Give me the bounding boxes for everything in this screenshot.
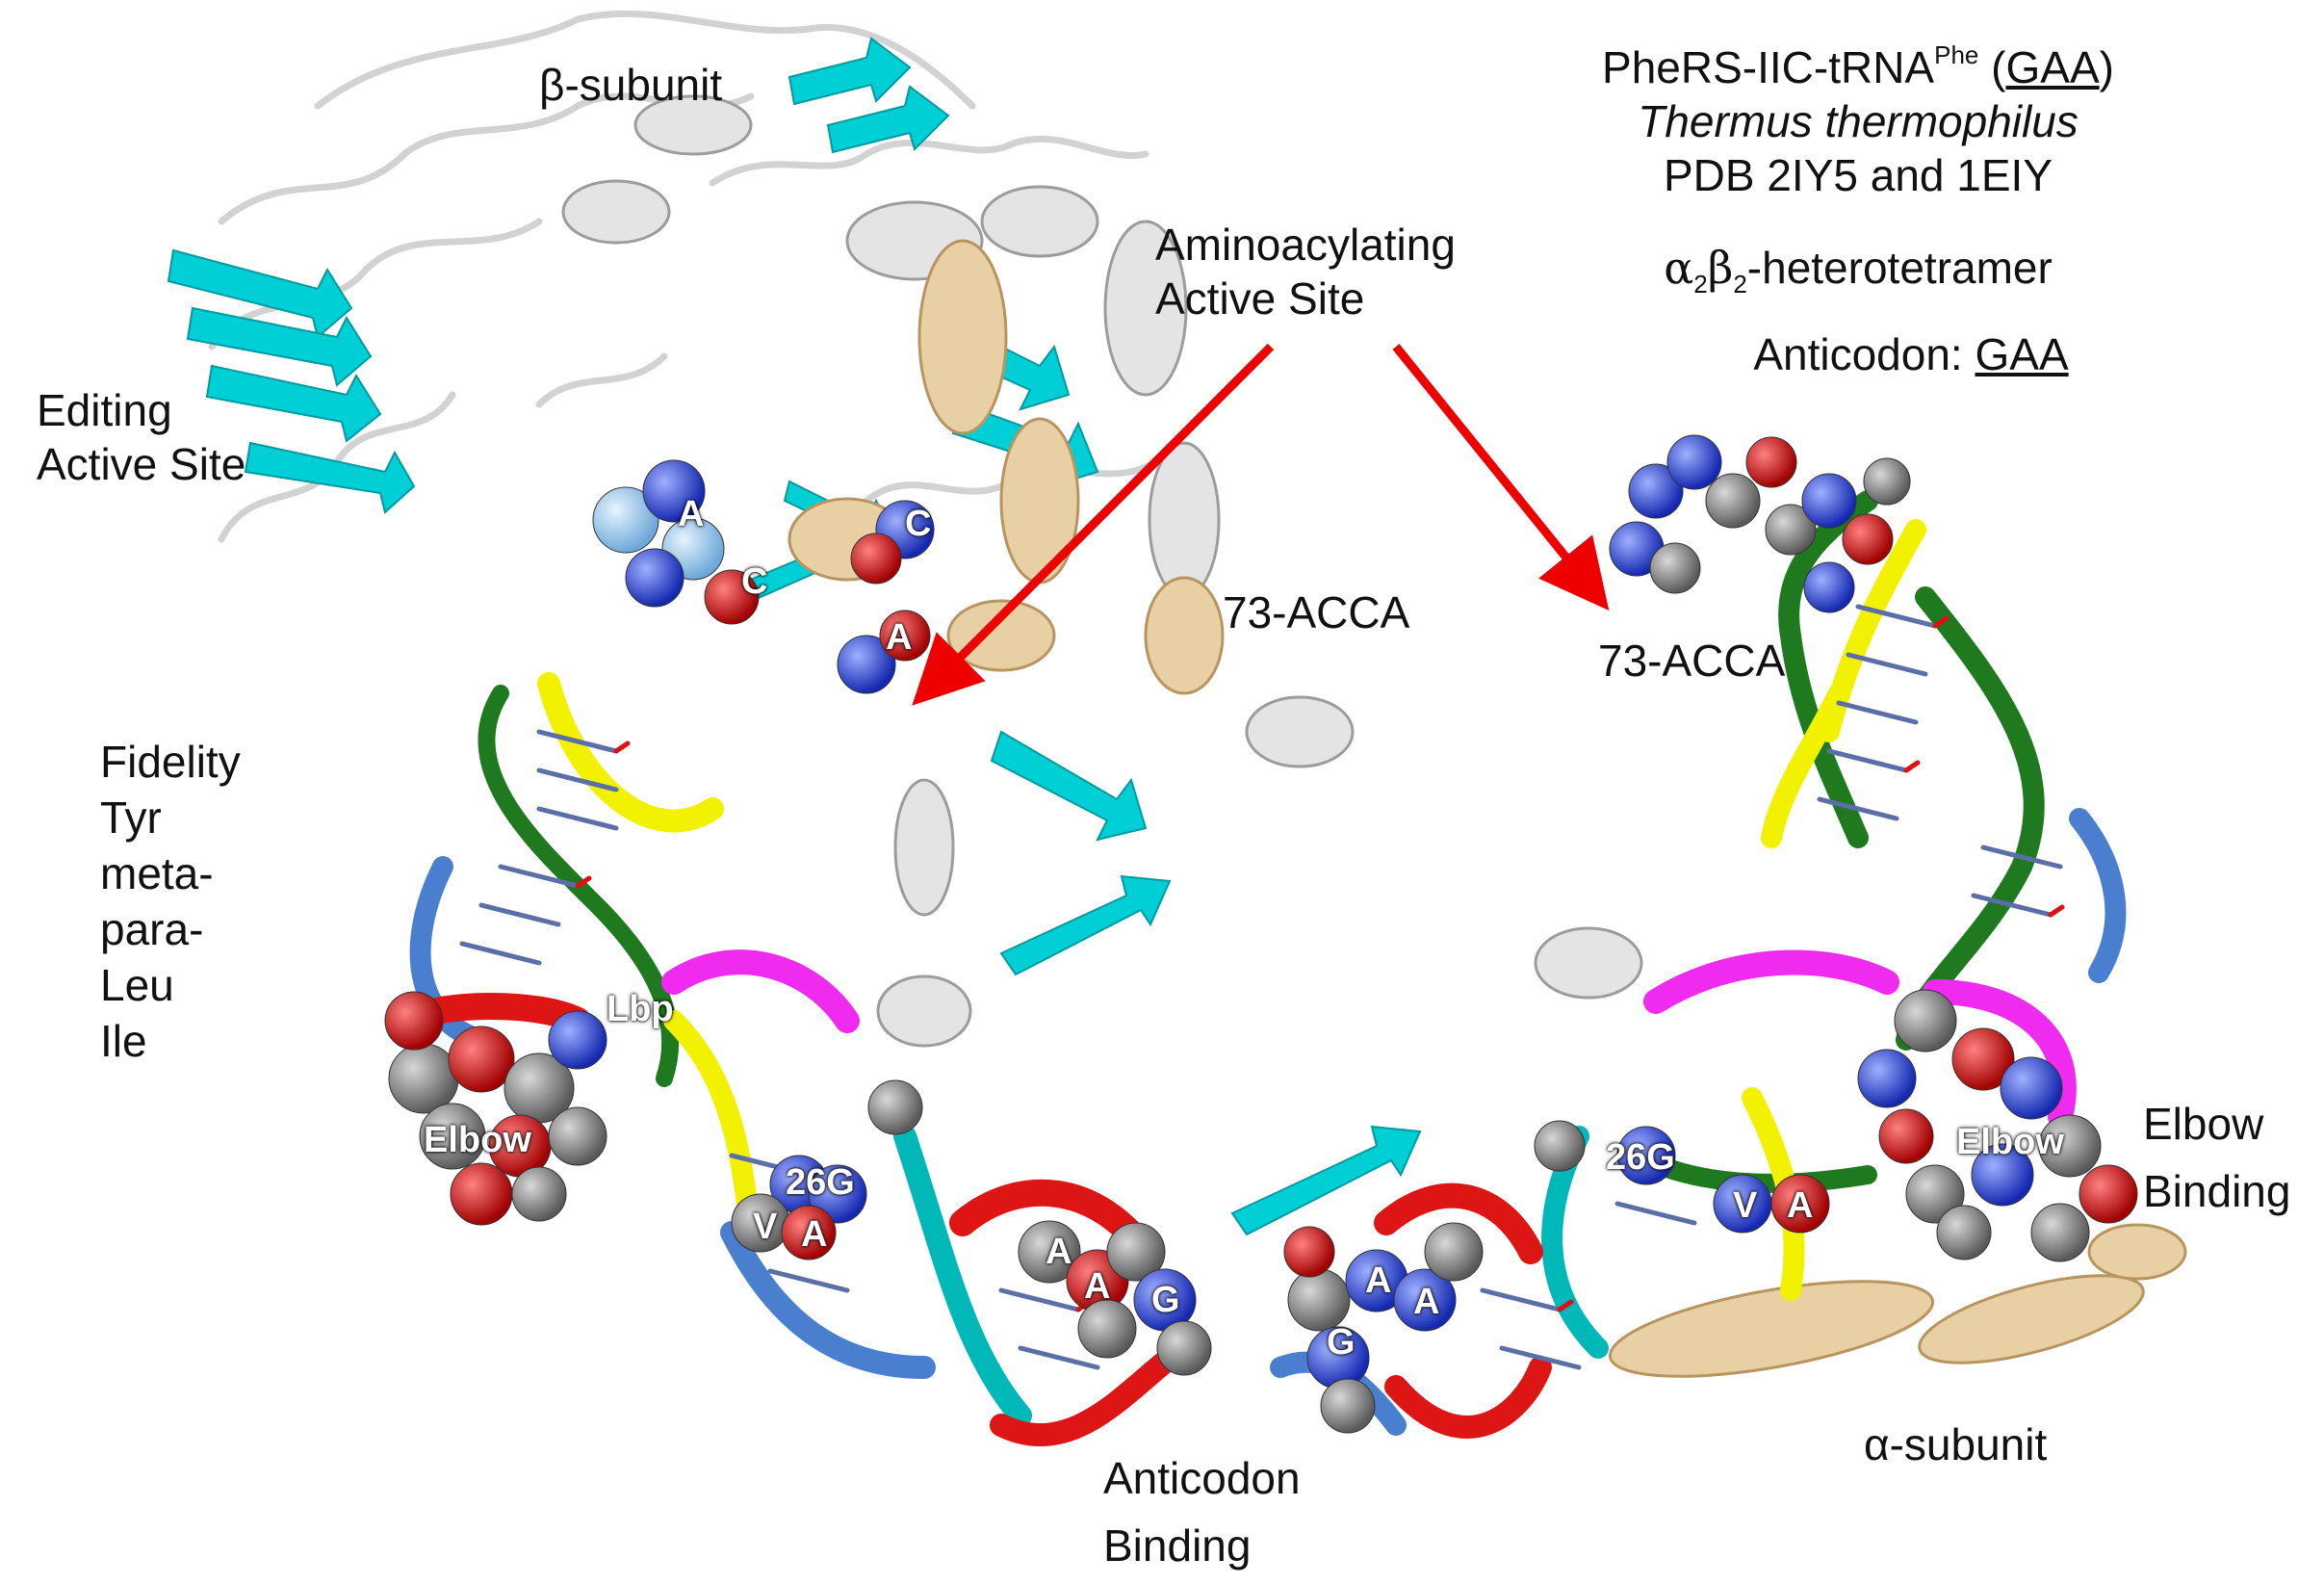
arrow-to-right-acca [1392,344,1610,611]
assembly-sub1: 2 [1693,270,1708,299]
title-superscript: Phe [1934,40,1979,69]
residue-26g-left: 26G [786,1162,855,1203]
aminoacylating-site-label: Aminoacylating Active Site [1155,218,1456,325]
elbow-binding-label: Elbow Binding [2143,1090,2290,1225]
anticodon-residue-a1: A [1046,1232,1072,1272]
residue-lbp: Lbp [607,989,674,1029]
beta-subunit-label: β-subunit [539,60,723,110]
assembly-beta: β [1707,242,1734,294]
anticodon-binding-label: Anticodon Binding [1103,1444,1301,1579]
editing-site-line-1: Editing [37,385,172,435]
assembly-alpha: α [1664,242,1694,294]
assembly-sub2: 2 [1733,270,1747,299]
anticodon-binding-line-2: Binding [1103,1520,1252,1571]
fidelity-line-6: Ile [100,1016,147,1066]
residue-c-top: C [741,561,768,602]
aminoacylating-site-line-1: Aminoacylating [1155,220,1456,270]
elbow-binding-line-1: Elbow [2143,1099,2264,1149]
residue-elbow-right: Elbow [1956,1122,2064,1162]
fidelity-line-4: para- [100,904,204,954]
fidelity-line-1: Fidelity [100,737,241,787]
alpha-subunit-label: α-subunit [1864,1419,2048,1469]
residue-a-lower: A [886,617,913,658]
anticodon-residue-a3: A [1365,1260,1392,1301]
fidelity-label: Fidelity Tyr meta- para- Leu Ile [100,734,241,1069]
title-line: PheRS-IIC-tRNAPhe (GAA) [1531,40,2185,94]
elbow-binding-line-2: Binding [2143,1166,2291,1216]
fidelity-line-3: meta- [100,848,214,898]
anticodon-residue-a2: A [1084,1266,1111,1307]
title-prefix: PheRS-IIC-tRNA [1602,42,1935,92]
anticodon-residue-g1: G [1151,1280,1180,1320]
title-anticodon: GAA [2005,42,2100,92]
beta-subunit-helices [561,94,1643,1048]
residue-a-right: A [1787,1185,1814,1226]
title-close-paren: ) [2099,42,2114,92]
editing-site-label: Editing Active Site [37,383,245,491]
aminoacylating-site-line-2: Active Site [1155,273,1365,324]
residue-26g-right: 26G [1606,1137,1675,1178]
anticodon-residue-g2: G [1327,1322,1356,1363]
fidelity-line-2: Tyr [100,792,162,843]
fidelity-line-5: Leu [100,960,174,1010]
active-site-arrows [912,343,1610,706]
anticodon-binding-line-1: Anticodon [1103,1453,1301,1503]
anticodon-prefix: Anticodon: [1753,329,1975,379]
residue-c-right: C [905,504,932,544]
atom-spheres [384,434,2138,1434]
residue-v-right: V [1733,1185,1758,1226]
anticodon-value: GAA [1975,329,2069,379]
title-block: PheRS-IIC-tRNAPhe (GAA) Thermus thermoph… [1531,40,2185,381]
assembly-rest: -heterotetramer [1746,243,2053,293]
residue-a-top: A [678,494,705,534]
residue-elbow-left: Elbow [424,1120,531,1160]
acca-left-label: 73-ACCA [1223,587,1410,637]
pdb-line: PDB 2IY5 and 1EIY [1663,150,2053,200]
residue-a-left: A [801,1214,828,1255]
anticodon-residue-a4: A [1413,1282,1440,1322]
assembly-line: α2β2-heterotetramer [1531,241,2185,297]
organism-line: Thermus thermophilus [1638,96,2079,146]
title-open-paren: ( [1978,42,2006,92]
anticodon-line: Anticodon: GAA [1531,327,2185,381]
editing-site-line-2: Active Site [37,439,246,489]
left-trna-backbone [391,672,1196,1447]
arrow-to-left-acca [912,343,1275,706]
residue-v-left: V [753,1207,778,1247]
acca-right-label: 73-ACCA [1598,636,1786,686]
base-pair-sticks [459,604,2063,1370]
